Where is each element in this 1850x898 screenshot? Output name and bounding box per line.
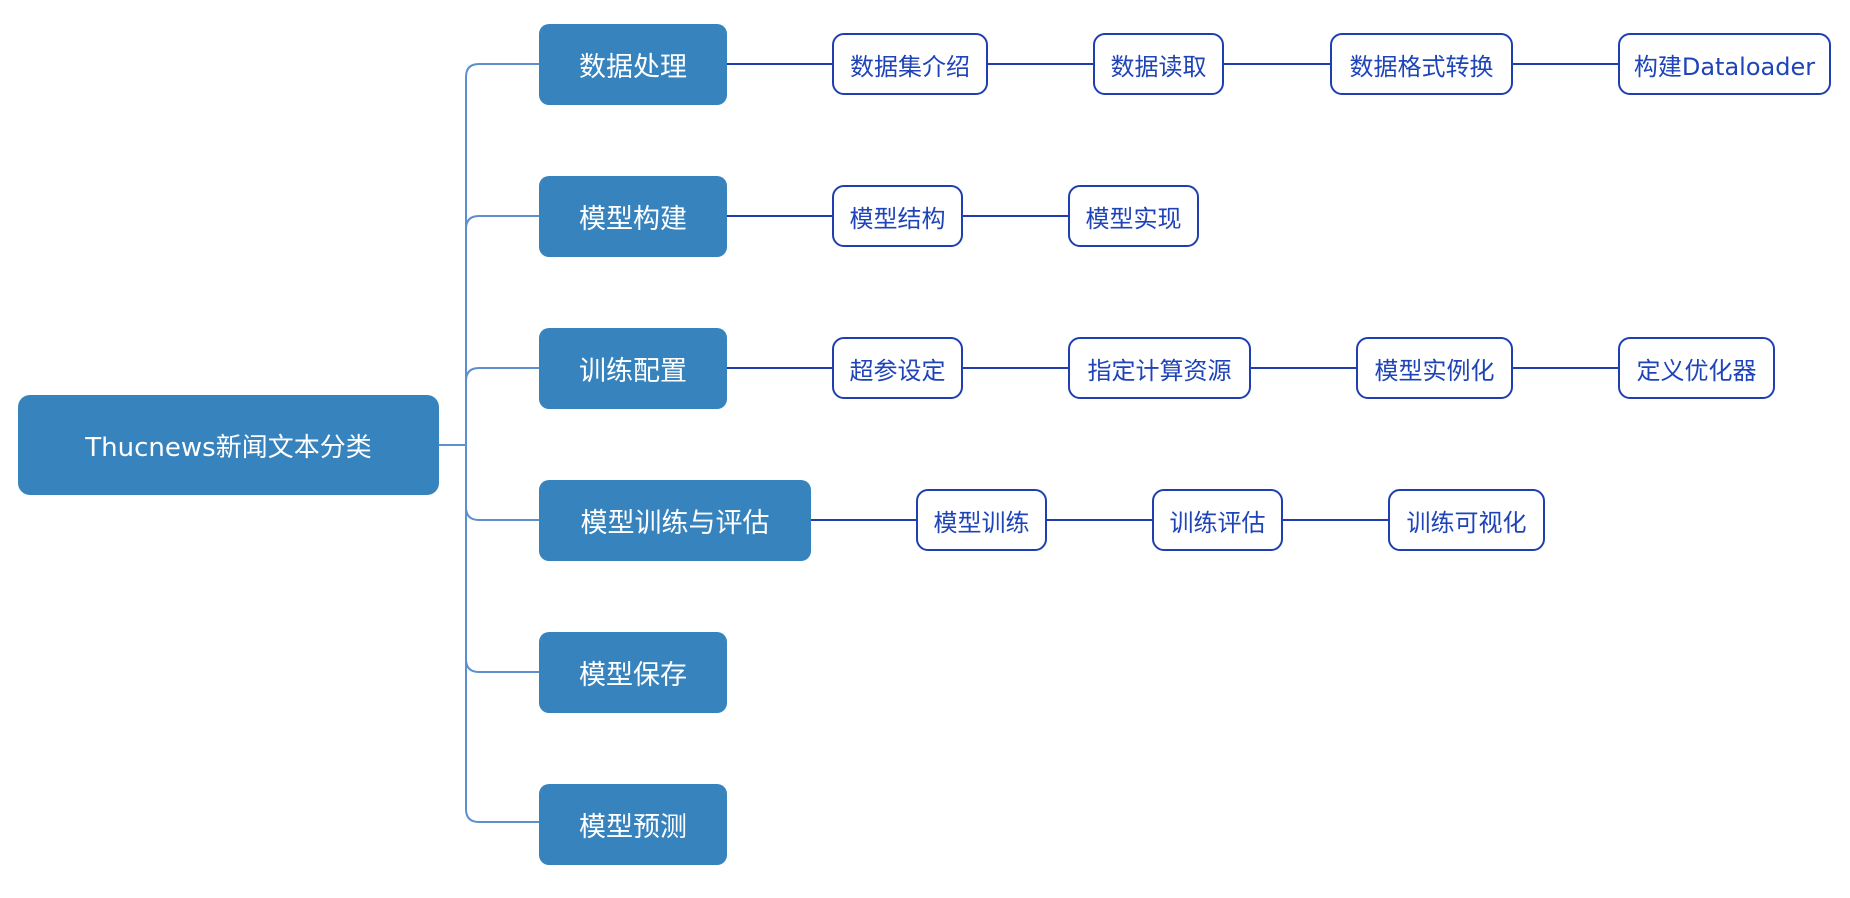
leaf-node[interactable]: 指定计算资源 bbox=[1068, 337, 1251, 399]
branch-stub-4 bbox=[465, 658, 539, 673]
leaf-node[interactable]: 模型结构 bbox=[832, 185, 963, 247]
leaf-connectors bbox=[727, 63, 1618, 521]
leaf-node[interactable]: 数据格式转换 bbox=[1330, 33, 1513, 95]
trunk-connectors bbox=[439, 63, 539, 823]
leaf-node[interactable]: 模型实例化 bbox=[1356, 337, 1513, 399]
leaf-node[interactable]: 模型实现 bbox=[1068, 185, 1199, 247]
leaf-node[interactable]: 超参设定 bbox=[832, 337, 963, 399]
branch-node-model-prediction[interactable]: 模型预测 bbox=[539, 784, 727, 865]
branch-stub-3 bbox=[465, 506, 539, 521]
branch-node-training-evaluation[interactable]: 模型训练与评估 bbox=[539, 480, 811, 561]
branch-stub-1 bbox=[465, 215, 539, 230]
leaf-node[interactable]: 训练评估 bbox=[1152, 489, 1283, 551]
leaf-node[interactable]: 数据读取 bbox=[1093, 33, 1224, 95]
root-node[interactable]: Thucnews新闻文本分类 bbox=[18, 395, 439, 495]
branch-node-model-building[interactable]: 模型构建 bbox=[539, 176, 727, 257]
branch-node-training-config[interactable]: 训练配置 bbox=[539, 328, 727, 409]
leaf-node[interactable]: 模型训练 bbox=[916, 489, 1047, 551]
trunk-line bbox=[465, 63, 539, 823]
leaf-node[interactable]: 定义优化器 bbox=[1618, 337, 1775, 399]
leaf-node[interactable]: 训练可视化 bbox=[1388, 489, 1545, 551]
branch-stub-2 bbox=[465, 367, 539, 382]
leaf-node[interactable]: 构建Dataloader bbox=[1618, 33, 1831, 95]
branch-node-data-processing[interactable]: 数据处理 bbox=[539, 24, 727, 105]
leaf-node[interactable]: 数据集介绍 bbox=[832, 33, 988, 95]
branch-node-model-saving[interactable]: 模型保存 bbox=[539, 632, 727, 713]
